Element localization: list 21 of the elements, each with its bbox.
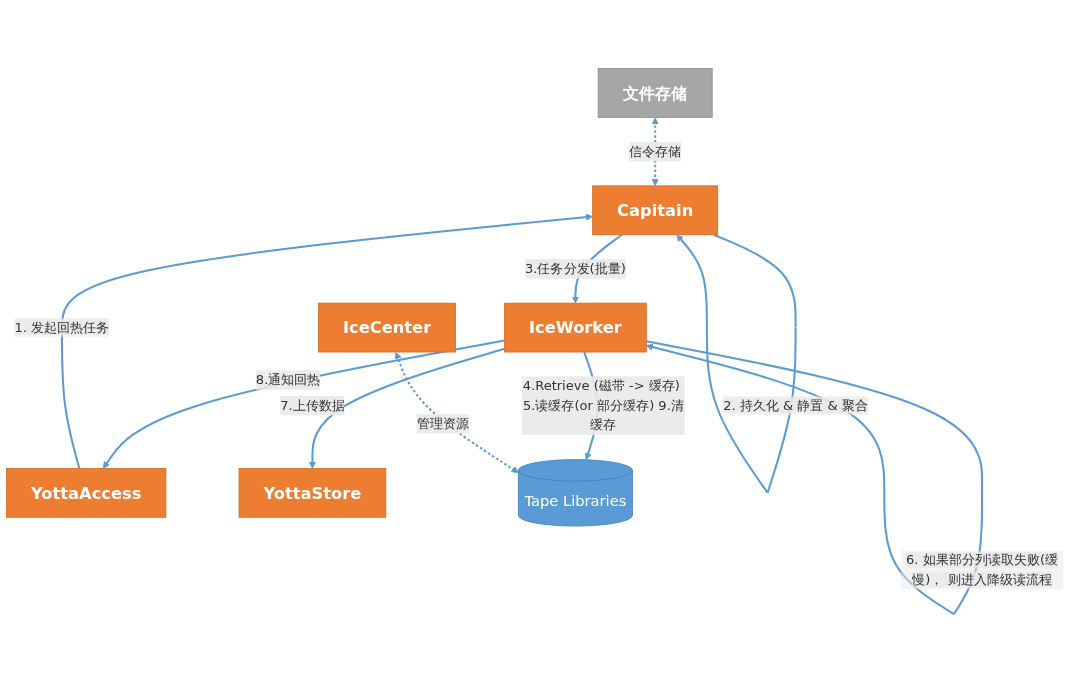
edge-label: 3.任务分发(批量) <box>525 260 626 276</box>
edge-label: 7.上传数据 <box>280 397 345 413</box>
node-box: YottaAccess <box>6 467 167 518</box>
node-box: IceCenter <box>318 302 457 353</box>
node-box: IceWorker <box>504 302 647 353</box>
edge-label: 信令存储 <box>629 143 682 159</box>
edge-label: 管理资源 <box>416 415 469 431</box>
node-box: YottaStore <box>238 467 387 518</box>
arrow <box>60 213 593 469</box>
node-box: Capitain <box>592 185 719 235</box>
edge-label: 4.Retrieve (磁带 -> 缓存) 5.读缓存(or 部分缓存) 9.清缓存 <box>522 377 684 433</box>
edge-label: 2. 持久化 & 静置 & 聚合 <box>723 397 868 413</box>
arrow <box>102 339 505 469</box>
edge-label: 6. 如果部分列读取失败(缓慢)， 则进入降级读流程 <box>906 551 1059 587</box>
node-box: 文件存储 <box>597 67 713 118</box>
arrow <box>394 351 519 473</box>
edge-label: 8.通知回热 <box>255 371 321 387</box>
arrow <box>651 117 659 186</box>
arrow <box>676 233 797 493</box>
arrow <box>308 347 505 469</box>
edge-label: 1. 发起回热任务 <box>14 319 110 335</box>
